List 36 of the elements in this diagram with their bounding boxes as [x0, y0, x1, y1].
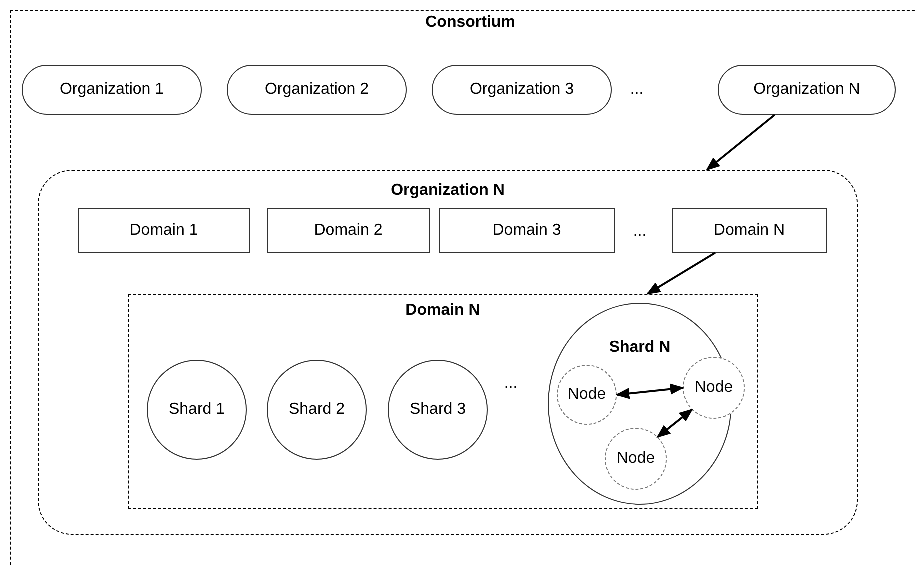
- node-label: Node: [568, 385, 606, 405]
- ellipsis-text: ...: [629, 80, 645, 100]
- organization-pill: [432, 65, 612, 115]
- node-label: Domain 2: [314, 220, 383, 240]
- domain-box: [267, 208, 430, 253]
- arrow: [656, 408, 694, 438]
- arrow: [616, 384, 684, 400]
- ellipsis-text: ...: [632, 222, 648, 242]
- node-label: Domain 3: [492, 220, 562, 240]
- group-title: Organization N: [391, 181, 505, 201]
- node-label: Shard 1: [168, 400, 226, 420]
- group-title: Domain N: [406, 301, 480, 321]
- ellipsis-text: ...: [503, 374, 519, 394]
- domain-box: [78, 208, 250, 253]
- node-label: Domain N: [714, 220, 786, 240]
- arrow: [706, 114, 776, 171]
- group-title: Shard N: [609, 338, 671, 358]
- organization-container: [38, 170, 858, 535]
- organization-pill: [227, 65, 407, 115]
- domain-box: [672, 208, 827, 253]
- node-label: Node: [616, 449, 656, 469]
- domain-container: [128, 294, 758, 509]
- node-label: Organization N: [754, 80, 860, 100]
- node-label: Shard 2: [288, 400, 346, 420]
- consortium-region: [10, 10, 916, 565]
- node-label: Organization 1: [60, 80, 164, 100]
- node-label: Organization 3: [470, 80, 574, 100]
- domain-box: [439, 208, 615, 253]
- group-title: Consortium: [426, 13, 516, 33]
- arrow: [646, 252, 716, 295]
- organization-pill: [22, 65, 202, 115]
- organization-pill: [718, 65, 896, 115]
- node-label: Node: [694, 378, 734, 398]
- node-label: Organization 2: [264, 80, 370, 100]
- node-label: Shard 3: [410, 400, 466, 420]
- node-label: Domain 1: [130, 220, 198, 240]
